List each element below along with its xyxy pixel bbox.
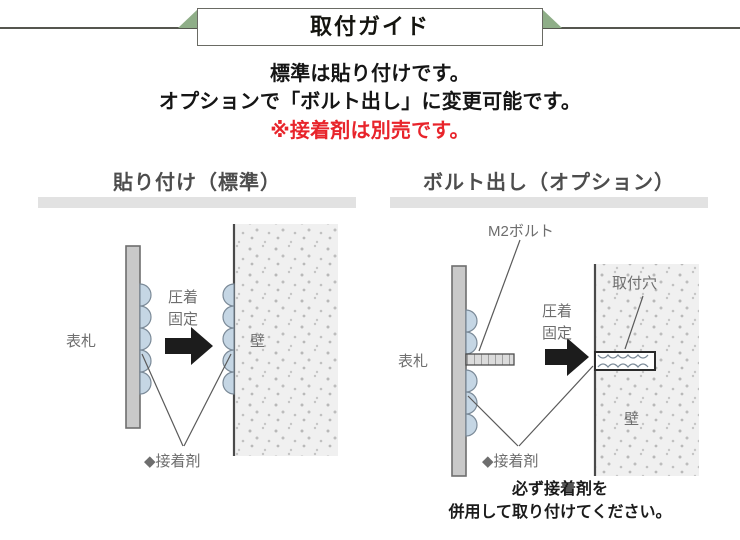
label-wall-standard: 壁	[250, 333, 265, 350]
intro-text-block: 標準は貼り付けです。 オプションで「ボルト出し」に変更可能です。 ※接着剤は別売…	[0, 60, 740, 145]
adhesive-leader-lines-standard	[141, 353, 232, 447]
label-adhesive-option: ◆接着剤	[482, 453, 539, 470]
section-underline-bar-option	[390, 197, 708, 208]
section-header-standard: 貼り付け（標準）	[38, 172, 356, 208]
nameplate-standard	[125, 245, 141, 429]
label-wall-option: 壁	[624, 411, 639, 428]
adhesive-blobs-plate-option	[465, 309, 478, 437]
page-title: 取付ガイド	[309, 14, 430, 39]
intro-line-3-note: ※接着剤は別売です。	[270, 119, 470, 142]
adhesive-leader-lines-option	[467, 365, 594, 447]
diagram-standard-adhesive: 表札 圧着 固定 壁 ◆接着剤	[38, 218, 368, 488]
label-bolt-option: M2ボルト	[488, 223, 554, 240]
bolt-option	[465, 353, 515, 366]
label-press-line2-option: 固定	[542, 325, 572, 342]
banner-left-wing	[178, 9, 198, 28]
banner-right-wing	[542, 9, 562, 28]
press-arrow-standard	[165, 327, 213, 365]
press-arrow-option	[545, 338, 589, 376]
bottom-caption: 必ず接着剤を 併用して取り付けてください。	[390, 478, 730, 524]
label-press-line1-option: 圧着	[542, 303, 572, 320]
bolt-leader-line	[478, 239, 521, 352]
adhesive-blobs-plate-standard	[139, 283, 152, 395]
intro-line-1: 標準は貼り付けです。	[270, 63, 470, 85]
label-adhesive-standard: ◆接着剤	[144, 453, 201, 470]
nameplate-option	[451, 265, 467, 477]
intro-line-2: オプションで「ボルト出し」に変更可能です。	[158, 91, 582, 114]
hole-leader-line	[624, 295, 644, 350]
section-title-option: ボルト出し（オプション）	[423, 172, 675, 194]
label-press-line2-standard: 固定	[168, 311, 198, 328]
section-underline-bar-standard	[38, 197, 356, 208]
label-press-line1-standard: 圧着	[168, 289, 198, 306]
mounting-hole-option	[594, 351, 656, 371]
caption-line-2: 併用して取り付けてください。	[448, 504, 672, 522]
label-nameplate-option: 表札	[398, 353, 428, 370]
caption-line-1: 必ず接着剤を	[511, 481, 608, 498]
section-header-option: ボルト出し（オプション）	[390, 172, 708, 208]
section-title-standard: 貼り付け（標準）	[113, 172, 281, 194]
wall-standard	[232, 224, 338, 456]
diagram-bolt-option: M2ボルト 表札 圧着 固定 取付穴 壁 ◆接着剤	[390, 218, 730, 488]
adhesive-blobs-wall-standard	[222, 283, 235, 395]
label-hole-option: 取付穴	[612, 275, 657, 292]
label-nameplate-standard: 表札	[66, 333, 96, 350]
banner-box: 取付ガイド	[197, 8, 543, 46]
